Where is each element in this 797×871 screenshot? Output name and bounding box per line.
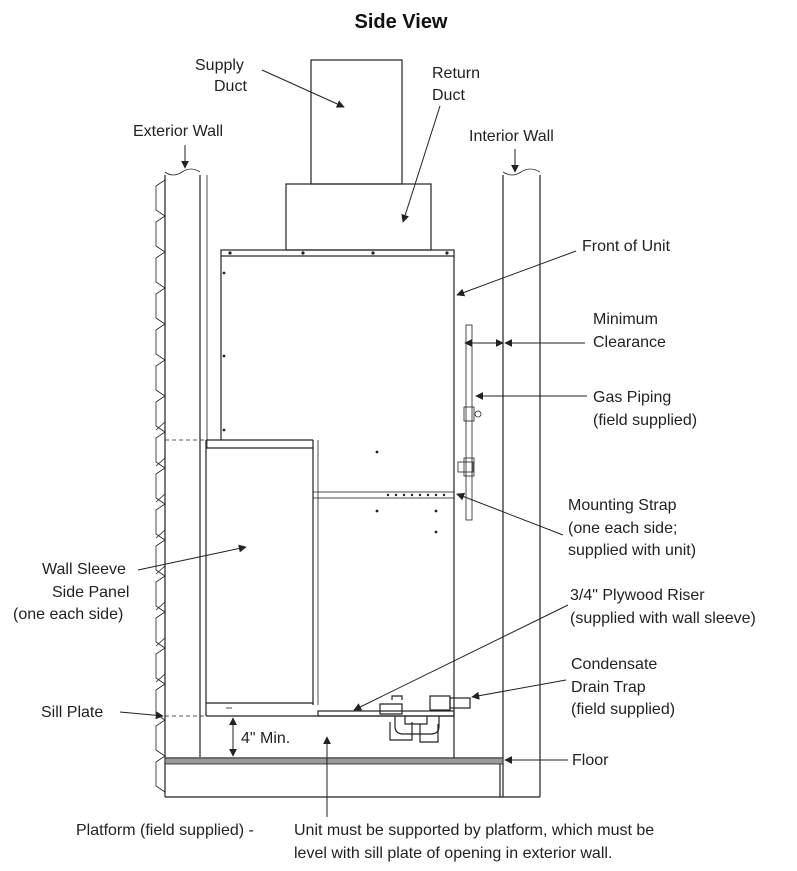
label-interior-wall: Interior Wall	[469, 128, 554, 145]
label-mounting-strap-3: supplied with unit)	[568, 542, 696, 559]
condensate-drain-trap	[379, 695, 471, 743]
label-mounting-strap-2: (one each side;	[568, 520, 677, 537]
label-condensate-1: Condensate	[571, 656, 657, 673]
supply-duct	[310, 59, 403, 185]
label-condensate-2: Drain Trap	[571, 679, 646, 696]
label-condensate-3: (field supplied)	[571, 701, 675, 718]
label-wall-sleeve-3: (one each side)	[13, 606, 123, 623]
plywood-riser	[317, 710, 455, 717]
label-supply-duct-1: Supply	[195, 57, 244, 74]
label-floor: Floor	[572, 752, 609, 769]
label-front-of-unit: Front of Unit	[582, 238, 671, 255]
label-wall-sleeve-1: Wall Sleeve	[42, 561, 126, 578]
exterior-wall	[155, 168, 208, 797]
label-four-inch-min: 4" Min.	[241, 730, 290, 747]
label-note-2: level with sill plate of opening in exte…	[294, 845, 612, 862]
hvac-unit	[165, 249, 455, 758]
diagram-title: Side View	[354, 11, 447, 33]
label-mounting-strap-1: Mounting Strap	[568, 497, 677, 514]
gas-piping	[457, 324, 482, 521]
label-return-duct-2: Duct	[432, 87, 465, 104]
interior-wall	[502, 168, 541, 797]
label-min-clearance-1: Minimum	[593, 311, 658, 328]
return-duct	[285, 183, 432, 251]
label-plywood-riser-1: 3/4" Plywood Riser	[570, 587, 705, 604]
leader-arrows	[119, 69, 587, 817]
label-note-1: Unit must be supported by platform, whic…	[294, 822, 654, 839]
label-exterior-wall: Exterior Wall	[133, 123, 223, 140]
label-wall-sleeve-2: Side Panel	[52, 584, 129, 601]
label-plywood-riser-2: (supplied with wall sleeve)	[570, 610, 756, 627]
label-gas-piping-2: (field supplied)	[593, 412, 697, 429]
label-gas-piping-1: Gas Piping	[593, 389, 671, 406]
label-return-duct-1: Return	[432, 65, 480, 82]
label-sill-plate: Sill Plate	[41, 704, 103, 721]
label-platform: Platform (field supplied) -	[76, 822, 254, 839]
label-supply-duct-2: Duct	[214, 78, 247, 95]
floor	[164, 757, 540, 798]
label-min-clearance-2: Clearance	[593, 334, 666, 351]
